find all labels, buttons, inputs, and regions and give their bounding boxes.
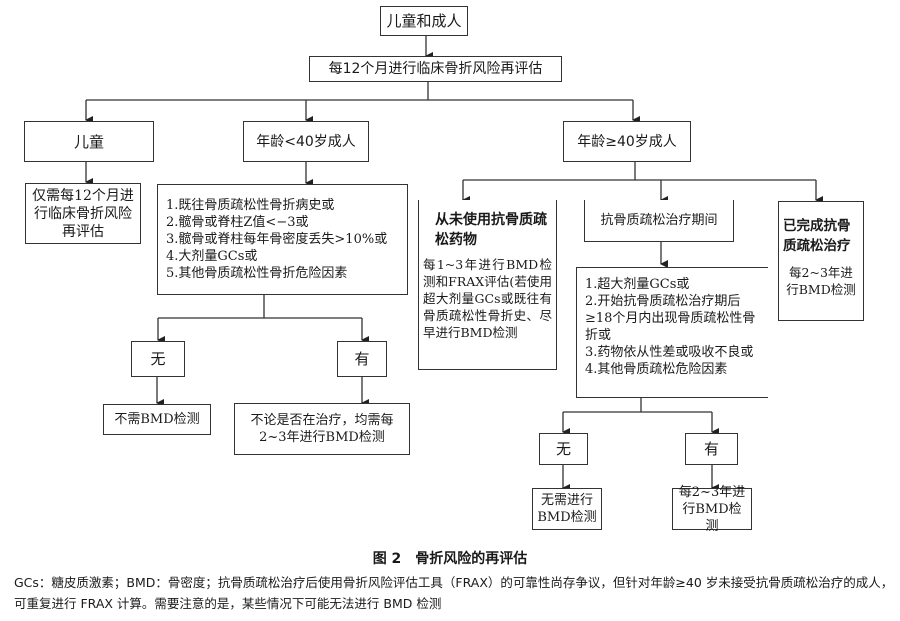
- node-label: 不需BMD检测: [114, 412, 200, 427]
- node-label: 年龄≥40岁成人: [577, 133, 677, 150]
- node-label: 仅需每12个月进行临床骨折风险再评估: [32, 187, 134, 240]
- node-title: 已完成抗骨质疏松治疗: [783, 218, 851, 254]
- node-title: 从未使用抗骨质疏松药物: [435, 212, 547, 248]
- criteria-item: 2.髋骨或脊柱Z值<−3或: [166, 215, 309, 230]
- node-under40-no: 无: [131, 341, 185, 377]
- node-label: 有: [354, 350, 370, 368]
- criteria-list: 1.既往骨质疏松性骨折病史或 2.髋骨或脊柱Z值<−3或 3.髋骨或脊柱每年骨密…: [166, 197, 387, 282]
- node-label: 每12个月进行临床骨折风险再评估: [328, 61, 543, 77]
- node-children: 儿童: [24, 121, 154, 162]
- node-under40-no-action: 不需BMD检测: [103, 404, 211, 435]
- node-label: 儿童和成人: [386, 12, 462, 30]
- criteria-list: 1.超大剂量GCs或 2.开始抗骨质疏松治疗期后≥18个月内出现骨质疏松性骨折或…: [585, 276, 760, 378]
- node-label: 年龄<40岁成人: [256, 133, 356, 150]
- node-over40-no: 无: [539, 433, 588, 465]
- node-during-criteria: 1.超大剂量GCs或 2.开始抗骨质疏松治疗期后≥18个月内出现骨质疏松性骨折或…: [576, 267, 768, 398]
- node-label: 不论是否在治疗，均需每2~3年进行BMD检测: [250, 413, 394, 445]
- node-label: 每2~3年进行BMD检测: [678, 484, 746, 534]
- node-under40-criteria: 1.既往骨质疏松性骨折病史或 2.髋骨或脊柱Z值<−3或 3.髋骨或脊柱每年骨密…: [157, 184, 408, 295]
- criteria-item: 4.其他骨质疏松危险因素: [585, 362, 728, 377]
- node-label: 抗骨质疏松治疗期间: [600, 213, 718, 228]
- node-under40-yes: 有: [337, 341, 387, 377]
- node-during-treatment: 抗骨质疏松治疗期间: [584, 200, 734, 242]
- node-over40-no-action: 无需进行BMD检测: [532, 488, 602, 530]
- node-children-and-adults: 儿童和成人: [380, 6, 468, 36]
- figure-caption-note: GCs：糖皮质激素；BMD：骨密度；抗骨质疏松治疗后使用骨折风险评估工具（FRA…: [14, 575, 894, 611]
- node-age-over-40: 年龄≥40岁成人: [563, 121, 691, 162]
- node-label: 儿童: [73, 132, 104, 151]
- figure-caption-title: 图 2 骨折风险的再评估: [372, 551, 528, 567]
- criteria-item: 1.超大剂量GCs或: [585, 277, 690, 292]
- node-over40-yes-action: 每2~3年进行BMD检测: [672, 485, 752, 534]
- node-label: 有: [703, 440, 719, 458]
- node-children-action: 仅需每12个月进行临床骨折风险再评估: [25, 183, 141, 244]
- node-action: 每1~3年进行BMD检测和FRAX评估(若使用超大剂量GCs或既往有骨质疏松性骨…: [423, 257, 552, 340]
- node-never-treated: 从未使用抗骨质疏松药物 每1~3年进行BMD检测和FRAX评估(若使用超大剂量G…: [418, 200, 557, 370]
- node-label: 无: [150, 350, 166, 368]
- node-completed-treatment: 已完成抗骨质疏松治疗 每2~3年进行BMD检测: [778, 201, 864, 321]
- node-reassess-every-12-months: 每12个月进行临床骨折风险再评估: [309, 56, 562, 82]
- criteria-item: 5.其他骨质疏松性骨折危险因素: [166, 266, 348, 281]
- node-over40-yes: 有: [685, 433, 738, 465]
- node-under40-yes-action: 不论是否在治疗，均需每2~3年进行BMD检测: [234, 403, 410, 455]
- criteria-item: 2.开始抗骨质疏松治疗期后≥18个月内出现骨质疏松性骨折或: [585, 294, 756, 343]
- criteria-item: 3.药物依从性差或吸收不良或: [585, 345, 754, 360]
- node-action: 每2~3年进行BMD检测: [786, 265, 856, 297]
- criteria-item: 4.大剂量GCs或: [166, 249, 258, 264]
- criteria-item: 3.髋骨或脊柱每年骨密度丢失>10%或: [166, 232, 388, 247]
- node-label: 无需进行BMD检测: [537, 493, 597, 525]
- criteria-item: 1.既往骨质疏松性骨折病史或: [166, 198, 335, 213]
- node-age-under-40: 年龄<40岁成人: [243, 121, 369, 162]
- node-label: 无: [555, 440, 571, 458]
